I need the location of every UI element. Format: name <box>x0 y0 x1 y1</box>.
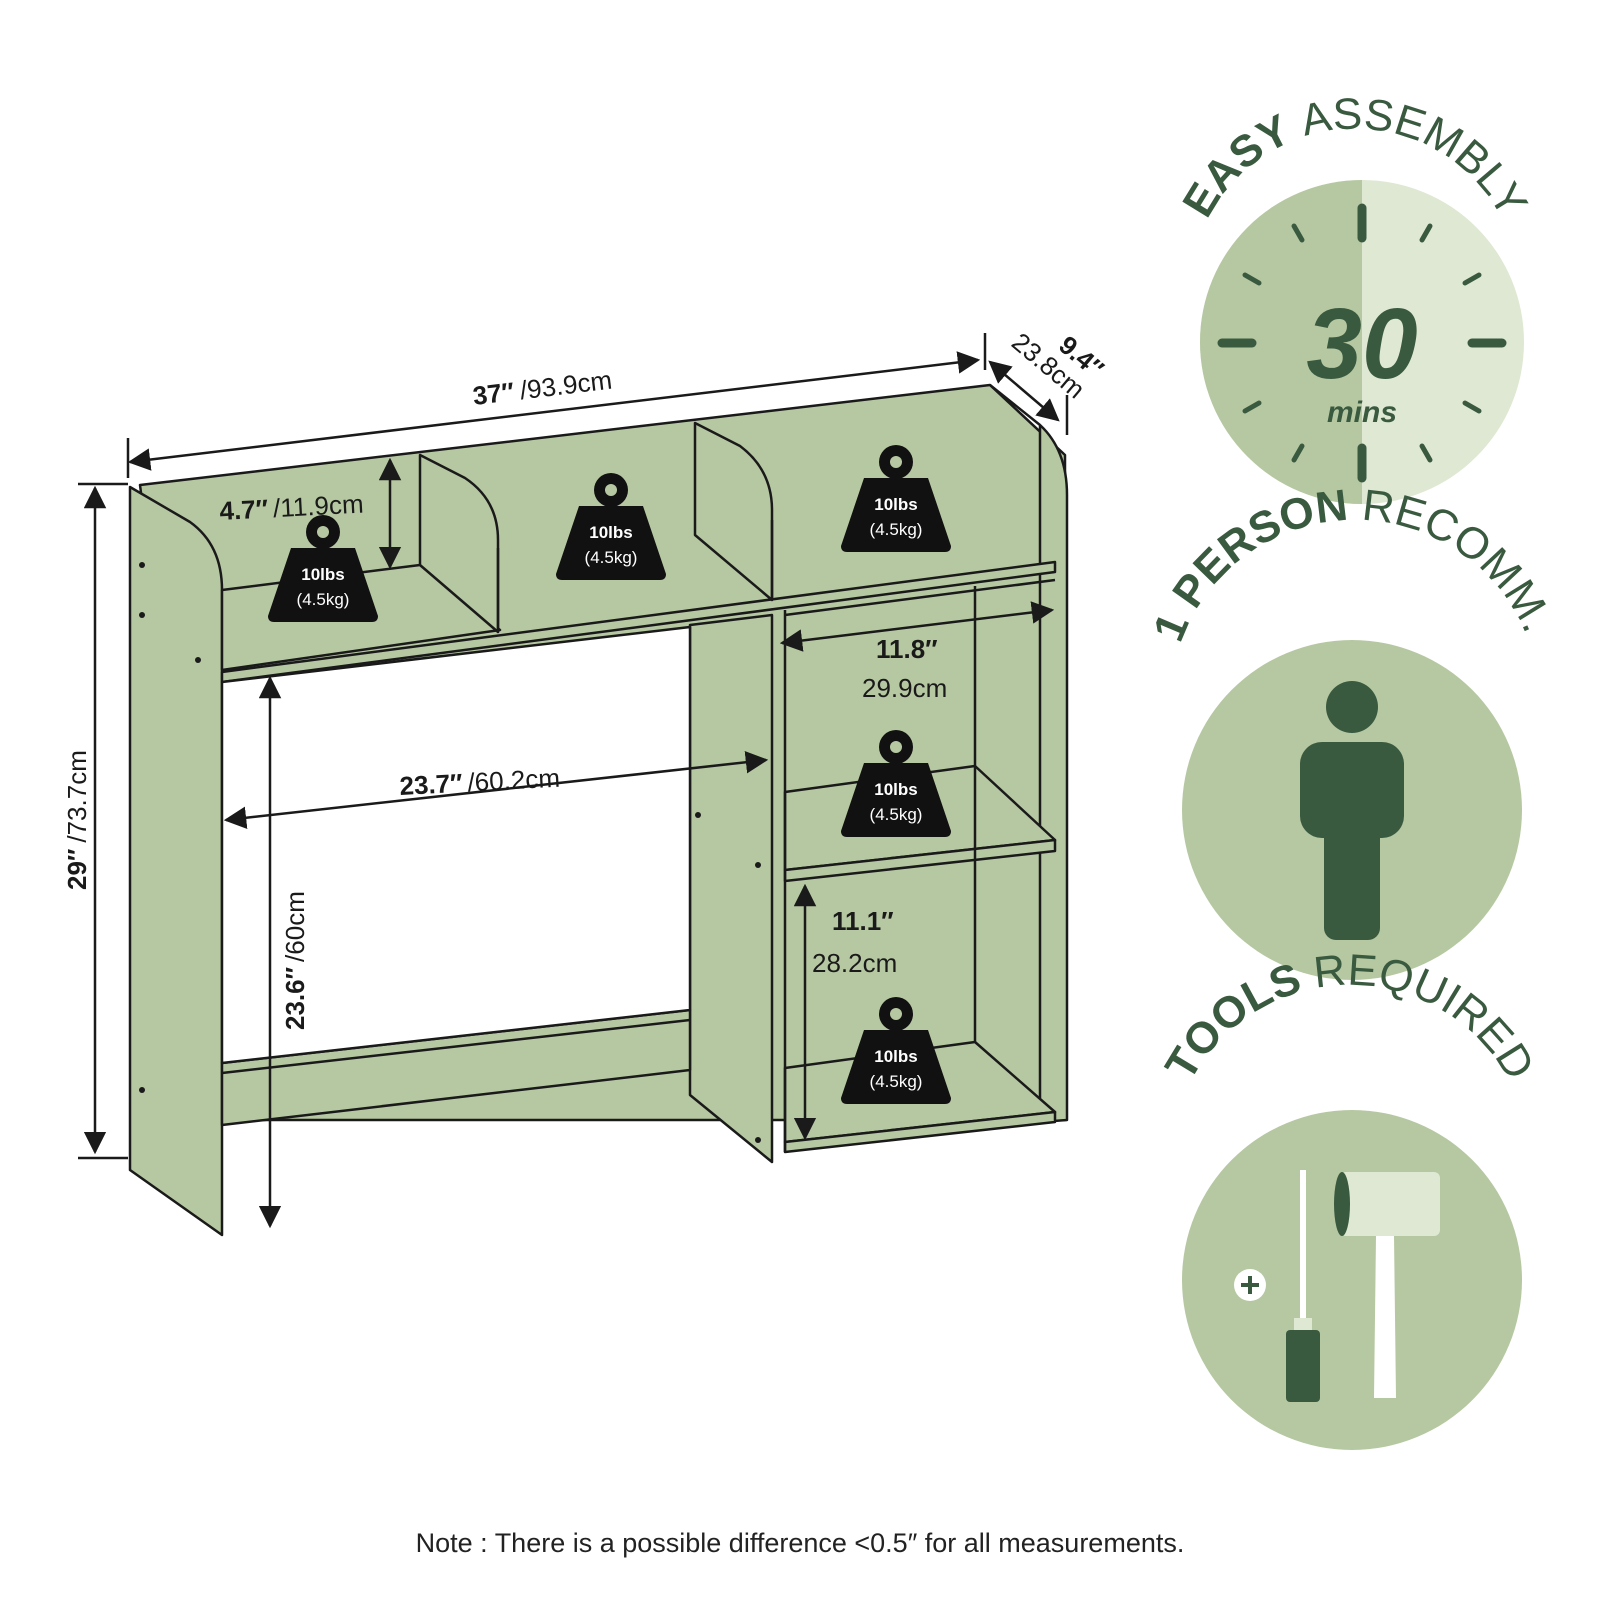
svg-text:10lbs: 10lbs <box>874 1047 917 1066</box>
measurement-note: Note : There is a possible difference <0… <box>415 1528 1185 1558</box>
opening-height-label: 23.6″/60cm <box>280 891 310 1030</box>
depth-dimension-line <box>988 360 1060 422</box>
clock-icon <box>1217 203 1507 483</box>
tools-title: TOOLSREQUIRED <box>1156 946 1544 1089</box>
desk-opening <box>220 625 692 1065</box>
weight-icon-cubby-left: 10lbs (4.5kg) <box>268 515 378 622</box>
width-dimension-line <box>127 351 981 471</box>
weight-icon-cubby-right: 10lbs (4.5kg) <box>841 445 951 552</box>
middle-support-panel <box>688 613 774 1164</box>
assembly-badge: EASYASSEMBLY 30 mins <box>1173 89 1537 504</box>
shelf-width-label-cm: 29.9cm <box>862 673 947 703</box>
mallet-icon <box>1334 1172 1440 1398</box>
svg-text:(4.5kg): (4.5kg) <box>870 805 923 824</box>
shelf-height-label-in: 11.1″ <box>832 906 894 936</box>
opening-width-dimension-line <box>223 751 769 829</box>
svg-text:(4.5kg): (4.5kg) <box>870 1072 923 1091</box>
screwdriver-icon <box>1234 1170 1320 1402</box>
height-label: 29″/73.7cm <box>62 750 92 890</box>
svg-text:10lbs: 10lbs <box>589 523 632 542</box>
assembly-unit: mins <box>1327 396 1397 429</box>
svg-text:(4.5kg): (4.5kg) <box>297 590 350 609</box>
top-shelf-edge <box>220 560 1057 684</box>
tools-badge: TOOLSREQUIRED <box>1156 946 1544 1450</box>
svg-text:10lbs: 10lbs <box>301 565 344 584</box>
svg-text:(4.5kg): (4.5kg) <box>585 548 638 567</box>
svg-text:(4.5kg): (4.5kg) <box>870 520 923 539</box>
shelf-height-label-cm: 28.2cm <box>812 948 897 978</box>
person-icon <box>1300 681 1404 940</box>
assembly-time: 30 <box>1306 288 1417 400</box>
svg-text:10lbs: 10lbs <box>874 495 917 514</box>
weight-icon-shelf-bottom: 10lbs (4.5kg) <box>841 997 951 1104</box>
weight-icon-cubby-middle: 10lbs (4.5kg) <box>556 473 666 580</box>
width-label: 37″/93.9cm <box>471 365 613 411</box>
opening-width-label: 23.7″/60.2cm <box>399 763 561 801</box>
shelf-width-dimension-line <box>779 601 1055 652</box>
svg-text:10lbs: 10lbs <box>874 780 917 799</box>
left-side-panel <box>128 485 224 1237</box>
shelf-width-label-in: 11.8″ <box>876 634 938 664</box>
weight-icon-shelf-middle: 10lbs (4.5kg) <box>841 730 951 837</box>
cubby-height-label: 4.7″/11.9cm <box>219 488 365 526</box>
